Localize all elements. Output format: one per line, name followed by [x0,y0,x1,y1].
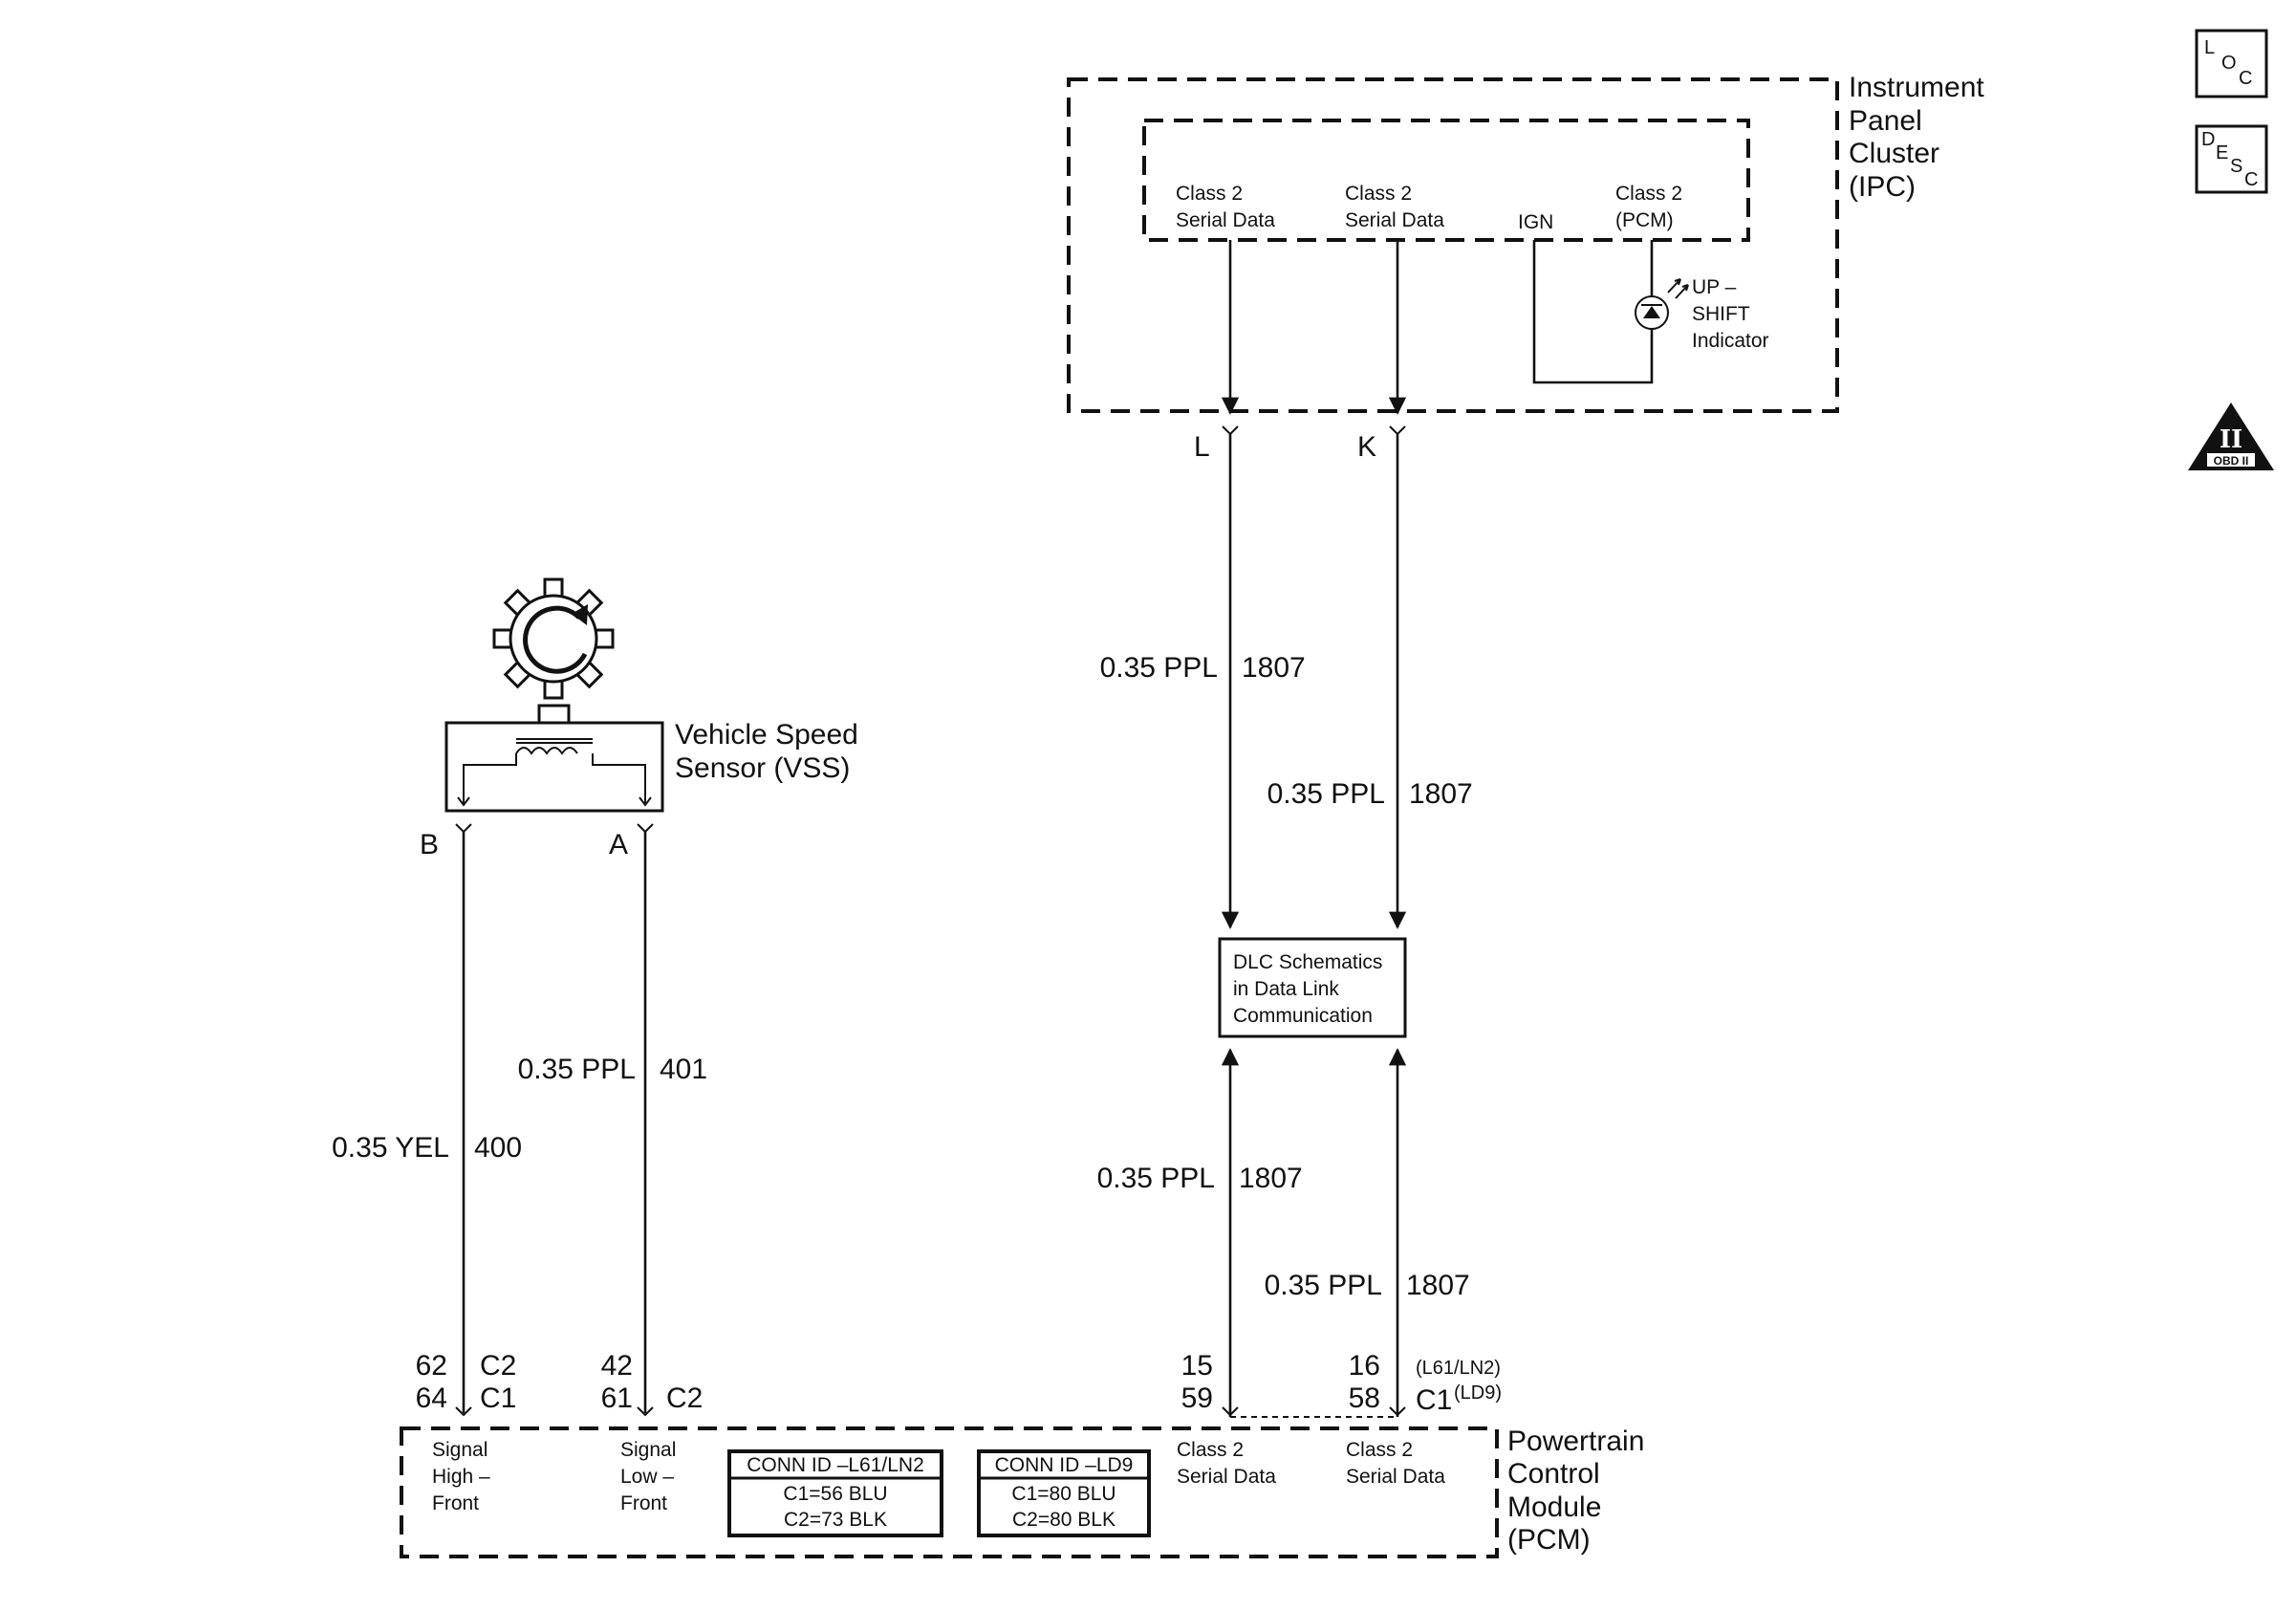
dlc-reference-box[interactable]: DLC Schematics in Data Link Communicatio… [1218,937,1407,1038]
wire-vss-b-gauge: 0.35 YEL [332,1132,449,1164]
ipc-pin-class2-serial-a: Class 2 Serial Data [1176,183,1275,231]
pcm-conn-c1-class2: C1 [1416,1384,1452,1416]
wire-pcm-left-circuit: 1807 [1239,1163,1303,1194]
pcm-module: Powertrain Control Module (PCM) Signal H… [400,1426,1653,1558]
conn-id-2-c2: C2=80 BLK [1012,1509,1116,1531]
ign-circuit [1532,240,1654,384]
ipc-module: Instrument Panel Cluster (IPC) Class 2 S… [1067,72,1992,413]
pcm-boundary [400,1426,1499,1558]
wire-vss-a-gauge: 0.35 PPL [518,1054,636,1085]
ipc-connector-pin-k: K [1357,431,1376,463]
wire-ipc-right-gauge: 0.35 PPL [1267,778,1385,810]
conn-id-1-c2: C2=73 BLK [784,1509,887,1531]
pcm-pin-59: 59 [1181,1382,1213,1414]
wire-pcm-right-gauge: 0.35 PPL [1265,1270,1382,1301]
wire-ipc-right-circuit: 1807 [1409,778,1473,810]
wire-pcm-left-gauge: 0.35 PPL [1097,1163,1215,1194]
pcm-conn-c1-high: C1 [480,1382,516,1414]
conn-id-1-title: CONN ID –L61/LN2 [747,1454,924,1476]
vss-coil-icon [515,747,578,755]
svg-text:L: L [2204,37,2215,58]
pcm-connector-pins: 62 64 C2 C1 42 61 C2 15 59 16 58 (L61/LN… [416,1350,1502,1417]
svg-text:II: II [2220,425,2242,454]
conn-id-2-c1: C1=80 BLU [1011,1483,1116,1505]
wire-ipc-left-gauge: 0.35 PPL [1100,652,1218,684]
vss-sensor: Vehicle Speed Sensor (VSS) [444,577,866,813]
pcm-class2-right-label: Class 2 Serial Data [1346,1439,1445,1488]
wire-ipc-left-circuit: 1807 [1242,652,1306,684]
pcm-signal-high-label: Signal High – Front [432,1439,496,1514]
ipc-connector-pin-l: L [1194,431,1210,463]
svg-text:C: C [2239,68,2252,89]
conn-id-1-c1: C1=56 BLU [783,1483,887,1505]
pcm-conn-c2-high: C2 [480,1350,516,1382]
pcm-pin-62: 62 [416,1350,447,1382]
obd-ii-icon[interactable]: II OBD II [2188,403,2274,470]
pcm-signal-low-label: Signal Low – Front [620,1439,682,1514]
ipc-outer-boundary [1067,77,1839,413]
wire-vss-b-circuit: 400 [474,1132,522,1164]
upshift-lamp-icon [1635,278,1689,330]
vss-pin-b: B [420,829,439,860]
upshift-indicator-label: UP – SHIFT Indicator [1692,276,1769,352]
ipc-title: Instrument Panel Cluster (IPC) [1849,72,1992,203]
conn-id-table-l61-ln2: CONN ID –L61/LN2 C1=56 BLU C2=73 BLK [727,1449,943,1537]
ipc-connector: L K [1194,425,1406,463]
pcm-pin-64: 64 [416,1382,447,1414]
vss-connector: B A [420,823,654,860]
svg-text:E: E [2216,142,2228,163]
wire-vss-a-circuit: 401 [660,1054,707,1085]
ipc-pin-class2-serial-b: Class 2 Serial Data [1345,183,1444,231]
vss-title: Vehicle Speed Sensor (VSS) [675,719,866,784]
ipc-inner-boundary [1142,119,1750,242]
conn-id-table-ld9: CONN ID –LD9 C1=80 BLU C2=80 BLK [977,1449,1151,1537]
pcm-pin-42: 42 [601,1350,633,1382]
ipc-pin-ign: IGN [1518,211,1553,233]
pcm-pin-16: 16 [1349,1350,1380,1382]
pcm-title: Powertrain Control Module (PCM) [1507,1426,1653,1556]
pcm-class2-left-label: Class 2 Serial Data [1177,1439,1276,1488]
svg-text:D: D [2201,129,2215,150]
ipc-pin-class2-pcm: Class 2 (PCM) [1615,183,1688,231]
svg-text:O: O [2221,53,2237,74]
pcm-note-ld9: (LD9) [1454,1382,1502,1404]
wire-pcm-right-circuit: 1807 [1406,1270,1470,1301]
svg-text:C: C [2244,169,2258,190]
conn-id-2-title: CONN ID –LD9 [995,1454,1134,1476]
vss-housing [444,721,664,813]
dlc-reference-text: DLC Schematics in Data Link Communicatio… [1233,951,1388,1027]
pcm-pin-58: 58 [1349,1382,1380,1414]
pcm-note-l61-ln2: (L61/LN2) [1416,1358,1501,1379]
pcm-pin-61: 61 [601,1382,633,1414]
svg-text:S: S [2230,156,2242,177]
pcm-pin-15: 15 [1181,1350,1213,1382]
svg-text:OBD II: OBD II [2214,454,2249,468]
reluctor-wheel-icon [492,577,615,700]
pcm-conn-c2-low: C2 [666,1382,703,1414]
loc-icon[interactable]: L O C [2195,29,2268,98]
vss-pin-a: A [609,829,628,860]
desc-icon[interactable]: D E S C [2195,124,2268,194]
